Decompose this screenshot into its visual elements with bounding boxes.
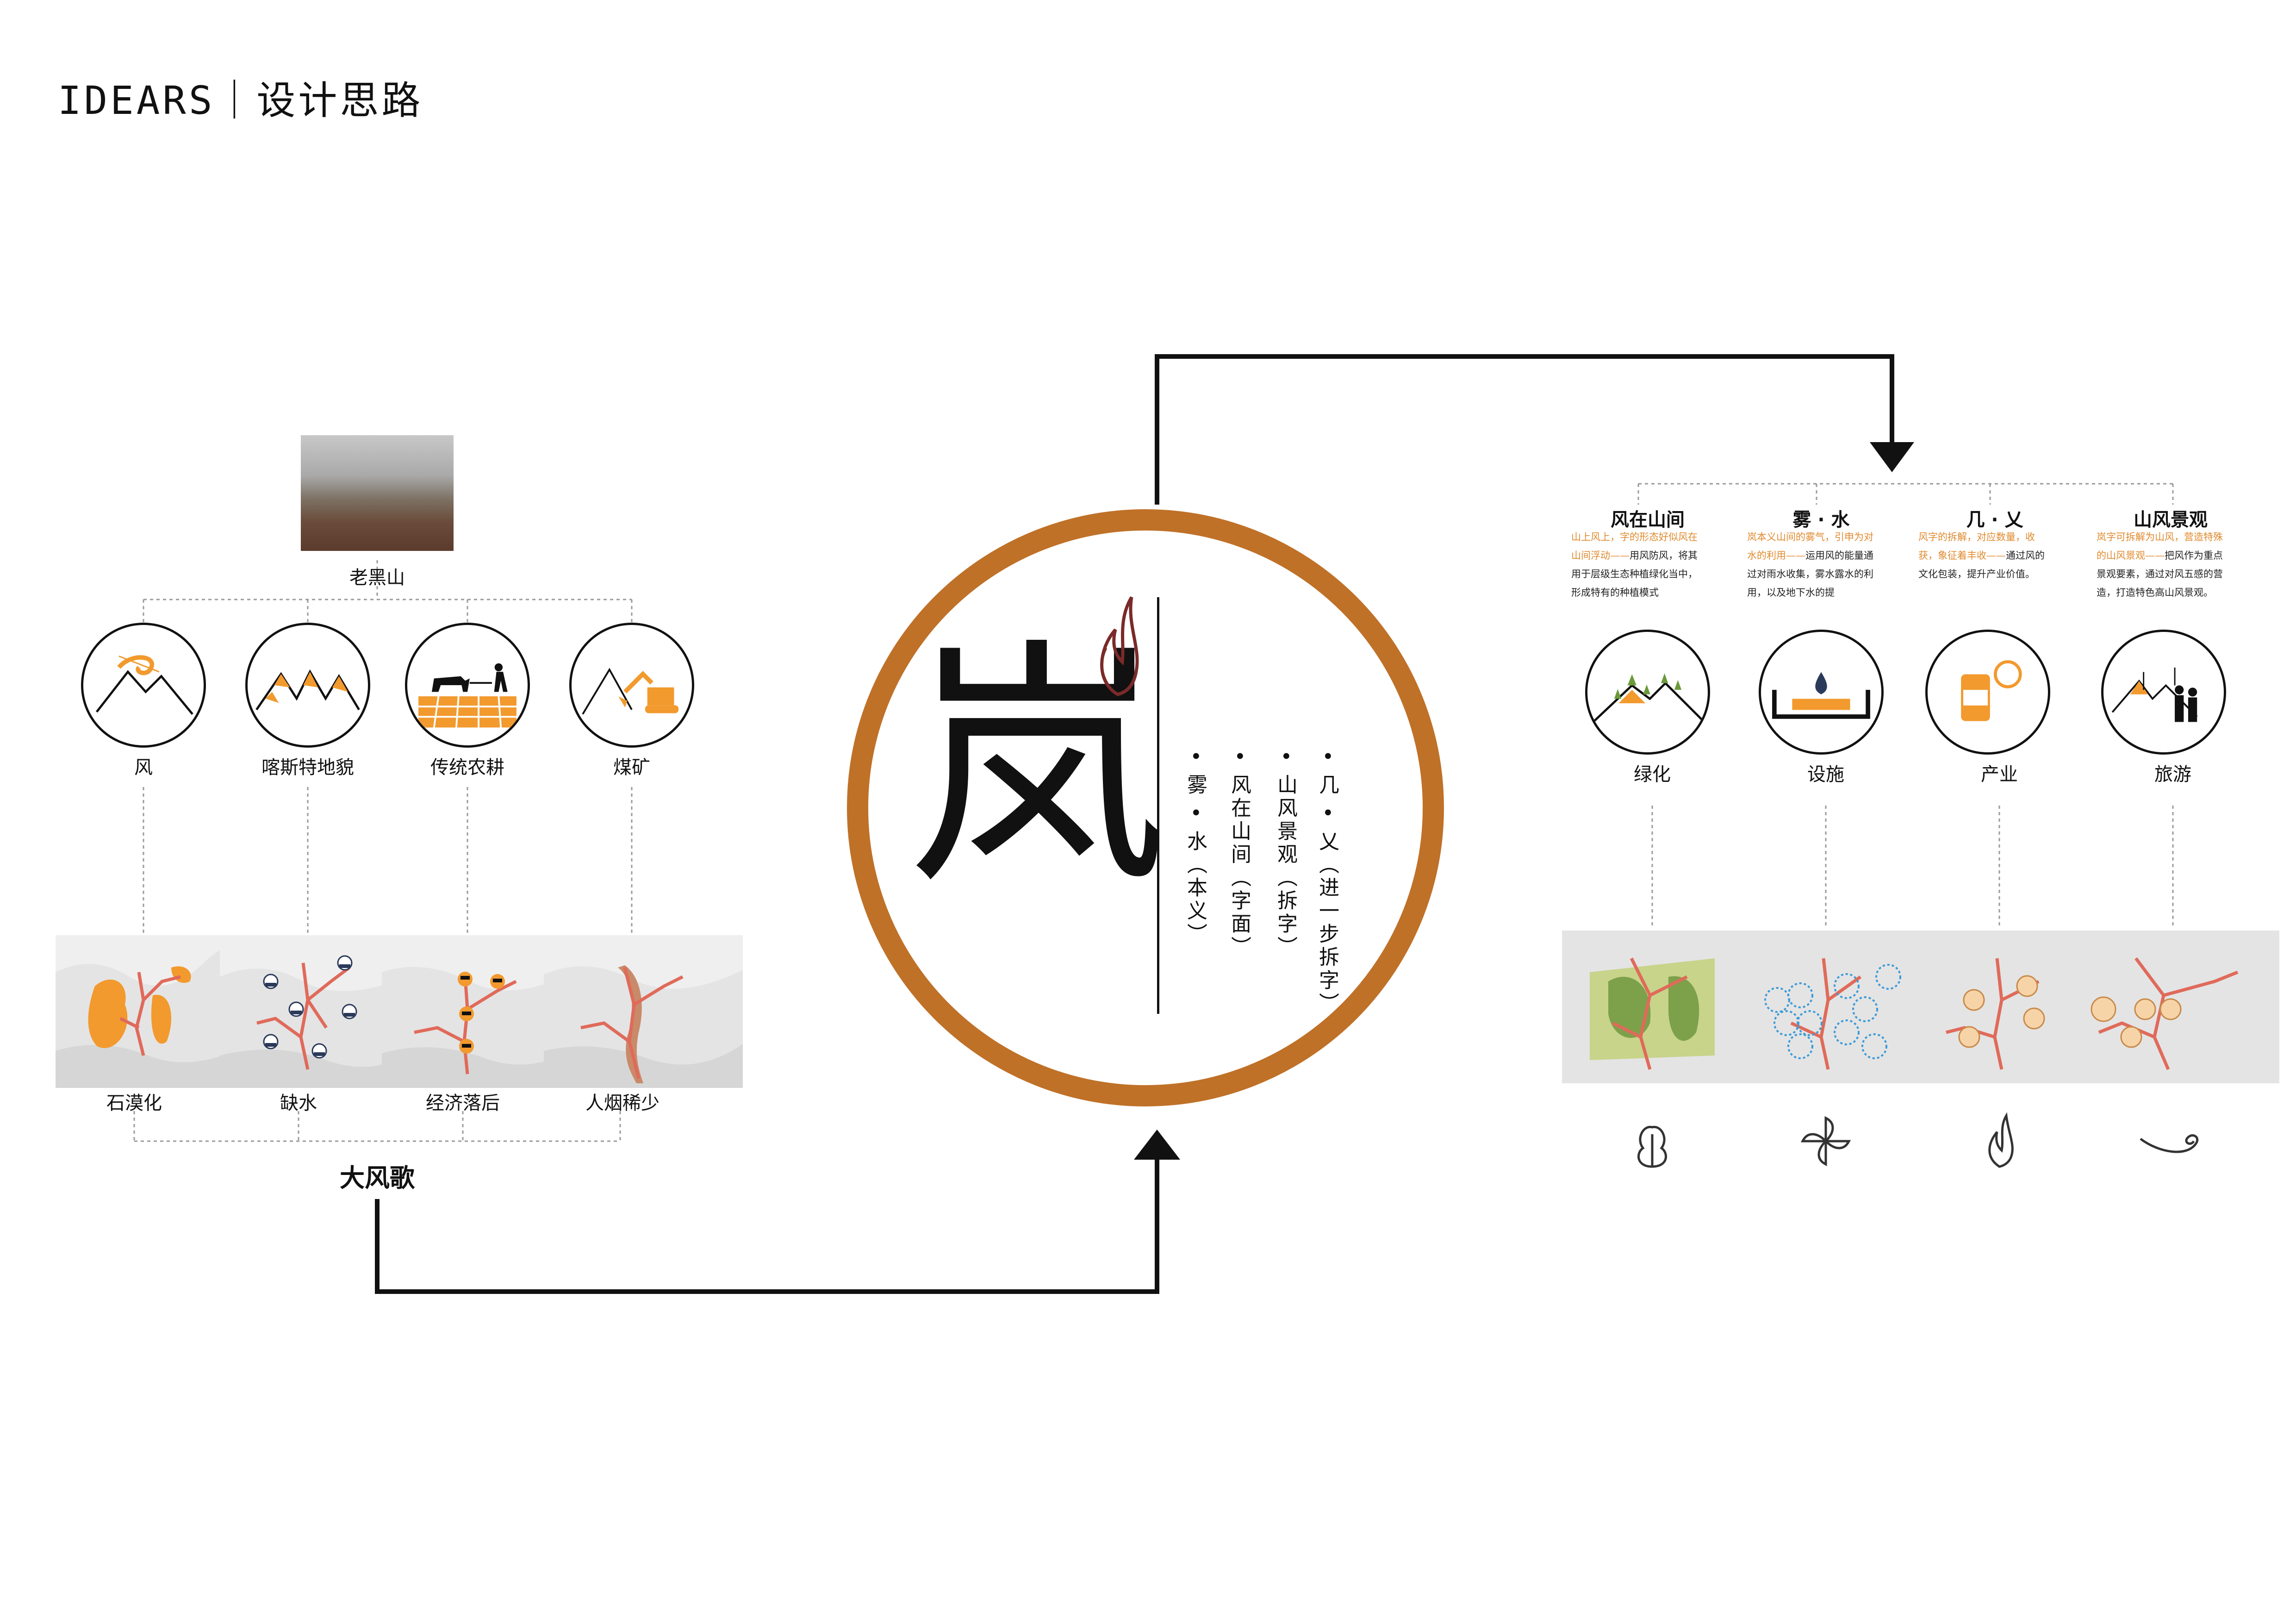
concept-desc-2-lead: 岚本义山间的雾气，引申为对水的利用—— [1747, 531, 1873, 561]
icon-label-coal: 煤矿 [613, 757, 650, 778]
excavator-icon [569, 623, 694, 748]
concept-desc-3: 风字的拆解，对应数量，收获，象征着丰收——通过风的文化包装，提升产业价值。 [1918, 528, 2053, 583]
wind-swirl-icon [2136, 1111, 2205, 1171]
map-label-desertification: 石漠化 [106, 1093, 162, 1114]
icon-label-tourism: 旅游 [2154, 764, 2191, 785]
concept-column-1: • 几 • 乂（进一步拆字） [1315, 750, 1339, 1016]
concept-desc-1-body: 用风防风，将其用于层级生态种植绿化当中，形成特有的种植模式 [1571, 550, 1698, 598]
concept-desc-4: 岚字可拆解为山风，营造特殊的山风景观——把风作为重点景观要素，通过对风五感的营造… [2097, 528, 2231, 602]
concept-column-2: • 山风景观（拆字） [1274, 750, 1297, 959]
map-label-population: 人烟稀少 [585, 1093, 660, 1114]
flame-symbol-icon [1965, 1111, 2034, 1171]
tourists-icon [2101, 630, 2226, 755]
concept-heading-3: 几 · 乂 [1966, 509, 2023, 531]
summary-title: 大风歌 [340, 1163, 415, 1193]
concept-desc-3-body: 通过风的文化包装，提升产业价值。 [1918, 550, 2045, 580]
concept-heading-1: 风在山间 [1611, 509, 1685, 531]
concept-desc-4-body: 把风作为重点景观要素，通过对风五感的营造，打造特色高山风景观。 [2097, 550, 2223, 598]
product-can-icon [1925, 630, 2050, 755]
laoheishan-photo [301, 435, 454, 551]
map-greening [1562, 931, 1761, 1083]
page-title: IDEARS｜设计思路 [58, 78, 423, 123]
icon-label-industry: 产业 [1981, 764, 2018, 785]
map-label-economy: 经济落后 [426, 1093, 500, 1114]
map-tourism [2080, 931, 2279, 1083]
pinwheel-icon [1791, 1111, 1860, 1171]
root-label: 老黑山 [349, 567, 405, 588]
map-industry [1909, 931, 2108, 1083]
icon-label-facility: 设施 [1807, 764, 1844, 785]
concept-column-3: • 风在山间（字面） [1227, 750, 1251, 959]
concept-heading-2: 雾 · 水 [1792, 509, 1850, 531]
center-divider [1157, 597, 1159, 1014]
concept-desc-4-lead: 岚字可拆解为山风，营造特殊的山风景观—— [2097, 531, 2223, 561]
wind-mountain-icon [81, 623, 206, 748]
map-sparse-population [544, 935, 743, 1088]
central-character: 岚 [907, 618, 1166, 919]
farming-icon [405, 623, 530, 748]
karst-mountain-icon [245, 623, 370, 748]
water-facility-icon [1759, 630, 1884, 755]
concept-desc-3-lead: 风字的拆解，对应数量，收获，象征着丰收—— [1918, 531, 2035, 561]
concept-column-4: • 雾 • 水（本义） [1183, 750, 1207, 946]
icon-label-wind: 风 [134, 757, 153, 778]
concept-desc-2-body: 运用风的能量通过对雨水收集，雾水露水的利用，以及地下水的提 [1747, 550, 1873, 598]
icon-label-farming: 传统农耕 [430, 757, 504, 778]
flame-icon [1100, 596, 1139, 696]
wind-tree-icon [1618, 1111, 1687, 1171]
concept-desc-1: 山上风上，字的形态好似风在山间浮动——用风防风，将其用于层级生态种植绿化当中，形… [1571, 528, 1705, 602]
map-facility [1736, 931, 1935, 1083]
icon-label-greening: 绿化 [1634, 764, 1671, 785]
map-label-water-shortage: 缺水 [280, 1093, 317, 1114]
icon-label-karst: 喀斯特地貌 [261, 757, 354, 778]
greening-mountain-icon [1585, 630, 1710, 755]
concept-desc-1-lead: 山上风上，字的形态好似风在山间浮动—— [1571, 531, 1698, 561]
concept-heading-4: 山风景观 [2134, 509, 2208, 531]
concept-desc-2: 岚本义山间的雾气，引申为对水的利用——运用风的能量通过对雨水收集，雾水露水的利用… [1747, 528, 1881, 602]
